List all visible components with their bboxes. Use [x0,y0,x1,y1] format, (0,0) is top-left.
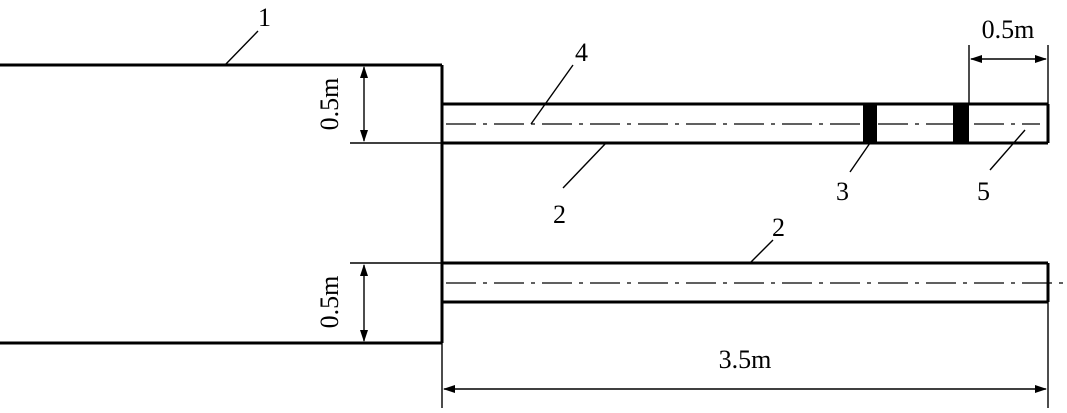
part-label-1: 1 [258,3,271,32]
part-label-5: 5 [977,177,990,206]
part-5-band [953,104,969,143]
upper-pipe [442,102,1050,145]
dimension-bottom: 3.5m [441,302,1049,408]
main-body [0,63,444,345]
leaders: 1 4 2 3 5 2 [224,3,1026,264]
dimension-lower-left-label: 0.5m [315,276,344,329]
part-3-band [863,104,877,143]
part-label-3: 3 [836,177,849,206]
dimension-top-right-label: 0.5m [982,15,1035,44]
part-label-2-lower: 2 [772,213,785,242]
dimension-lower-left: 0.5m [315,262,442,344]
part-label-4: 4 [575,38,588,67]
part-label-2-upper: 2 [553,200,566,229]
lower-pipe [442,261,1063,304]
dimension-upper-left: 0.5m [315,64,442,144]
dimension-top-right: 0.5m [968,15,1049,104]
dimension-upper-left-label: 0.5m [315,78,344,131]
dimension-bottom-label: 3.5m [719,345,772,374]
